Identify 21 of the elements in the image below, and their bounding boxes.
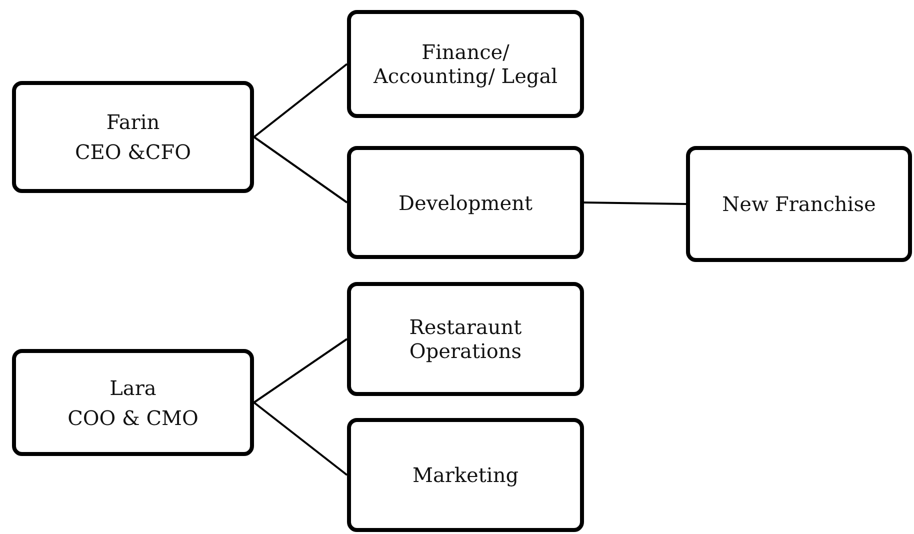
org-box — [347, 418, 584, 532]
org-box — [686, 146, 912, 262]
org-box — [347, 282, 584, 396]
role-label: New Franchise — [722, 192, 876, 216]
connector-line — [253, 63, 348, 138]
role-label: COO & CMO — [68, 406, 198, 430]
role-label: Marketing — [412, 463, 519, 487]
role-label: Restaraunt Operations — [408, 315, 523, 363]
org-box — [347, 146, 584, 259]
connector-line — [253, 338, 348, 404]
connector-line — [253, 402, 348, 476]
role-label: CEO &CFO — [74, 140, 192, 164]
connector-line — [253, 136, 348, 204]
connector-line — [584, 202, 686, 205]
org-box — [347, 10, 584, 118]
org-box — [12, 349, 254, 456]
org-box — [12, 81, 254, 193]
person-name: Lara — [110, 376, 156, 400]
role-label: Finance/ Accounting/ Legal — [372, 40, 559, 88]
person-name: Farin — [106, 110, 160, 134]
role-label: Development — [398, 190, 532, 214]
